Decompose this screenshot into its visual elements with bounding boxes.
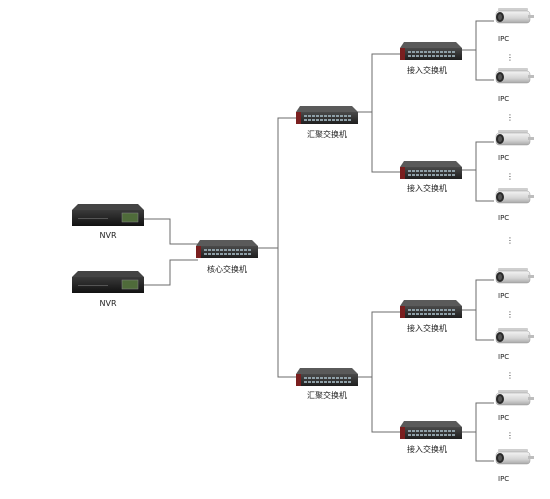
access-switch bbox=[400, 300, 462, 318]
ellipsis-marker: ⋮ bbox=[506, 172, 514, 181]
link-agg1-access bbox=[356, 53, 402, 173]
camera-icon bbox=[495, 448, 535, 465]
ellipsis-marker: ⋮ bbox=[506, 53, 514, 62]
nvr-label: NVR bbox=[99, 299, 116, 308]
aggregation-switch bbox=[296, 106, 358, 124]
nvr-device bbox=[71, 270, 145, 294]
ipc-camera bbox=[495, 67, 535, 84]
access-switch bbox=[400, 161, 462, 179]
ipc-camera bbox=[495, 327, 535, 344]
link-access3-ipc bbox=[460, 279, 494, 341]
ipc-label: IPC bbox=[498, 214, 509, 222]
core-switch-label: 核心交换机 bbox=[207, 264, 247, 274]
nvr-icon bbox=[71, 203, 145, 227]
camera-icon bbox=[495, 7, 535, 24]
link-agg2-access bbox=[356, 311, 402, 433]
ellipsis-marker: ⋮ bbox=[506, 113, 514, 122]
ipc-camera bbox=[495, 389, 535, 406]
switch-icon bbox=[196, 240, 258, 258]
access-switch bbox=[400, 421, 462, 439]
core-switch bbox=[196, 240, 258, 258]
ipc-label: IPC bbox=[498, 154, 509, 162]
ipc-camera bbox=[495, 129, 535, 146]
camera-icon bbox=[495, 129, 535, 146]
access-switch-label: 接入交换机 bbox=[407, 65, 447, 75]
switch-icon bbox=[400, 161, 462, 179]
link-access2-ipc bbox=[460, 141, 494, 202]
access-switch-label: 接入交换机 bbox=[407, 183, 447, 193]
link-access1-ipc bbox=[460, 20, 494, 81]
ellipsis-marker: ⋮ bbox=[506, 431, 514, 440]
aggregation-switch bbox=[296, 368, 358, 386]
camera-icon bbox=[495, 267, 535, 284]
ellipsis-marker: ⋮ bbox=[506, 236, 514, 245]
switch-icon bbox=[400, 300, 462, 318]
ipc-label: IPC bbox=[498, 353, 509, 361]
switch-icon bbox=[296, 368, 358, 386]
connection-lines bbox=[142, 20, 494, 462]
camera-icon bbox=[495, 327, 535, 344]
camera-icon bbox=[495, 67, 535, 84]
ipc-label: IPC bbox=[498, 292, 509, 300]
ellipsis-marker: ⋮ bbox=[506, 371, 514, 380]
switch-icon bbox=[296, 106, 358, 124]
ipc-label: IPC bbox=[498, 95, 509, 103]
link-access4-ipc bbox=[460, 402, 494, 462]
aggregation-switch-label: 汇聚交换机 bbox=[307, 390, 347, 400]
ipc-camera bbox=[495, 7, 535, 24]
link-core-agg bbox=[258, 117, 298, 378]
camera-icon bbox=[495, 389, 535, 406]
ipc-label: IPC bbox=[498, 475, 509, 483]
access-switch-label: 接入交换机 bbox=[407, 444, 447, 454]
link-nvr2-core bbox=[142, 259, 198, 286]
ipc-camera bbox=[495, 187, 535, 204]
access-switch-label: 接入交换机 bbox=[407, 323, 447, 333]
ipc-label: IPC bbox=[498, 414, 509, 422]
nvr-label: NVR bbox=[99, 231, 116, 240]
camera-icon bbox=[495, 187, 535, 204]
switch-icon bbox=[400, 42, 462, 60]
ellipsis-marker: ⋮ bbox=[506, 310, 514, 319]
ipc-camera bbox=[495, 448, 535, 465]
ipc-camera bbox=[495, 267, 535, 284]
link-nvr1-core bbox=[142, 218, 198, 245]
switch-icon bbox=[400, 421, 462, 439]
nvr-device bbox=[71, 203, 145, 227]
ipc-label: IPC bbox=[498, 35, 509, 43]
nvr-icon bbox=[71, 270, 145, 294]
access-switch bbox=[400, 42, 462, 60]
aggregation-switch-label: 汇聚交换机 bbox=[307, 129, 347, 139]
